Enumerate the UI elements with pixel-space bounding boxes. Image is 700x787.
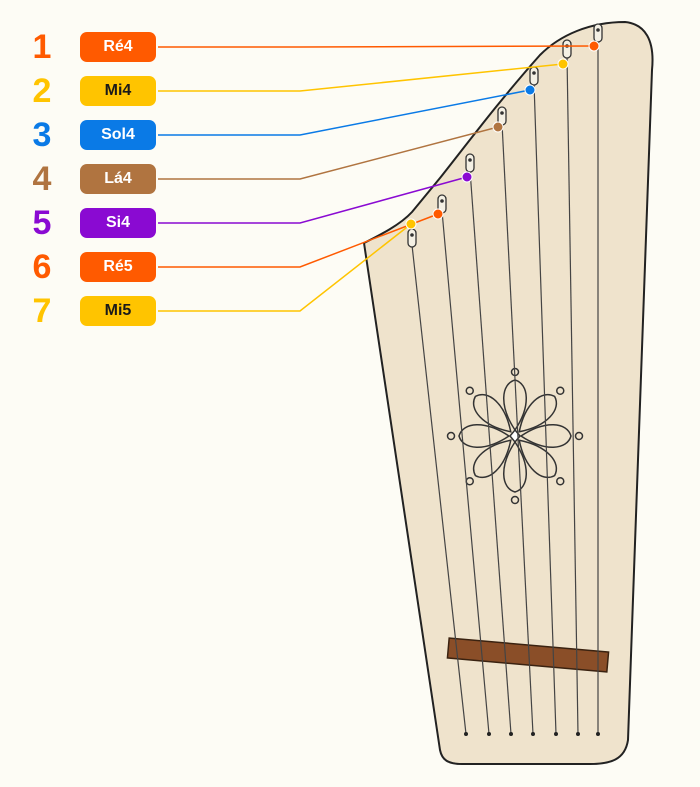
note-badge-4: Lá4 [80,164,156,194]
string-marker-2 [557,58,569,70]
string-number-1: 1 [32,28,52,66]
note-badge-2: Mi4 [80,76,156,106]
note-badge-6: Ré5 [80,252,156,282]
harp-body [362,20,654,765]
tuning-peg-pin-4 [500,111,504,115]
rosette-petal [518,394,557,433]
string-marker-6 [432,208,444,220]
leader-line-3 [158,89,531,136]
tuning-peg-pin-7 [410,233,414,237]
note-badge-7: Mi5 [80,296,156,326]
tuning-peg-pin-5 [468,158,472,162]
string-row-7: 7 Mi5 [0,292,160,330]
string-row-1: 1 Ré4 [0,28,160,66]
harp-string-2 [566,55,579,735]
leader-line-1 [158,45,595,48]
string-number-6: 6 [32,248,52,286]
note-badge-3: Sol4 [80,120,156,150]
harp-string-4 [501,122,534,735]
rosette-petal [473,394,512,433]
rosette-dot [465,477,474,486]
string-row-3: 3 Sol4 [0,116,160,154]
string-number-4: 4 [32,160,52,198]
string-row-4: 4 Lá4 [0,160,160,198]
string-anchor-2 [576,732,580,736]
note-badge-1: Ré4 [80,32,156,62]
rosette-dot [446,431,456,441]
string-marker-7 [405,218,417,230]
tuning-peg-5 [465,153,475,173]
rosette-dot [556,386,565,395]
leader-line-5 [158,176,468,224]
string-number-2: 2 [32,72,52,110]
string-number-3: 3 [32,116,52,154]
string-anchor-1 [596,732,600,736]
string-anchor-4 [531,732,535,736]
leader-line-7 [158,223,412,312]
tuning-peg-pin-3 [532,71,536,75]
rosette-dot [556,477,565,486]
leader-line-2 [158,63,564,92]
tuning-peg-2 [562,39,572,59]
harp-string-6 [441,210,490,735]
tuning-peg-7 [407,228,417,248]
string-marker-3 [524,84,536,96]
leader-line-4 [158,126,499,180]
string-anchor-5 [509,732,513,736]
string-anchor-6 [487,732,491,736]
string-anchor-3 [554,732,558,736]
string-marker-5 [461,171,473,183]
leader-lines-layer [158,40,600,312]
strings-layer [411,40,600,736]
note-badge-5: Si4 [80,208,156,238]
harp-string-5 [469,169,512,735]
tuning-peg-pin-6 [440,199,444,203]
tuning-peg-pin-1 [596,28,600,32]
string-row-5: 5 Si4 [0,204,160,242]
leader-line-6 [158,213,439,268]
tuning-peg-1 [593,23,603,43]
rosette-petal [519,424,572,448]
rosette-dot [465,386,474,395]
string-marker-4 [492,121,504,133]
tuning-peg-3 [529,66,539,86]
rosette-dot [574,431,584,441]
harp-string-3 [533,82,557,735]
rosette-dot [510,495,520,505]
rosette-petal [518,439,557,478]
string-anchor-7 [464,732,468,736]
string-number-5: 5 [32,204,52,242]
string-row-6: 6 Ré5 [0,248,160,286]
string-row-2: 2 Mi4 [0,72,160,110]
pegs-layer [407,23,603,248]
rosette-petal [503,440,527,493]
harp-string-7 [411,244,467,735]
string-marker-1 [588,40,600,52]
string-number-7: 7 [32,292,52,330]
